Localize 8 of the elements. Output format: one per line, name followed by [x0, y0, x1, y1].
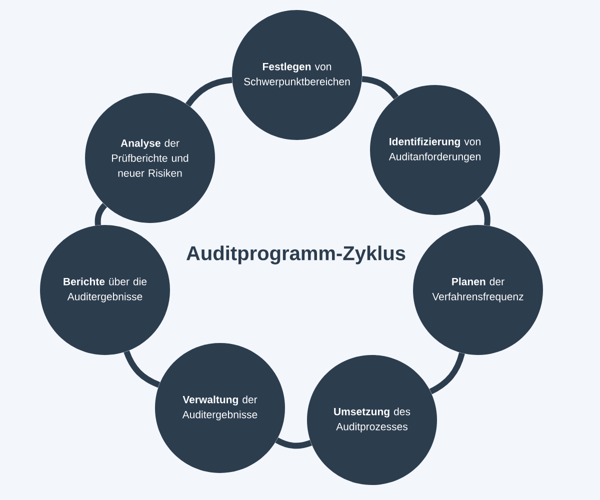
title: Auditprogramm-Zyklus	[186, 246, 406, 264]
ring-arc	[275, 437, 312, 449]
ring-arc	[94, 203, 108, 226]
ring-arc	[476, 196, 490, 226]
ring-arc	[429, 352, 465, 394]
ring-arc	[124, 350, 160, 388]
ring-arc	[362, 76, 399, 100]
ring-arc	[186, 77, 232, 107]
